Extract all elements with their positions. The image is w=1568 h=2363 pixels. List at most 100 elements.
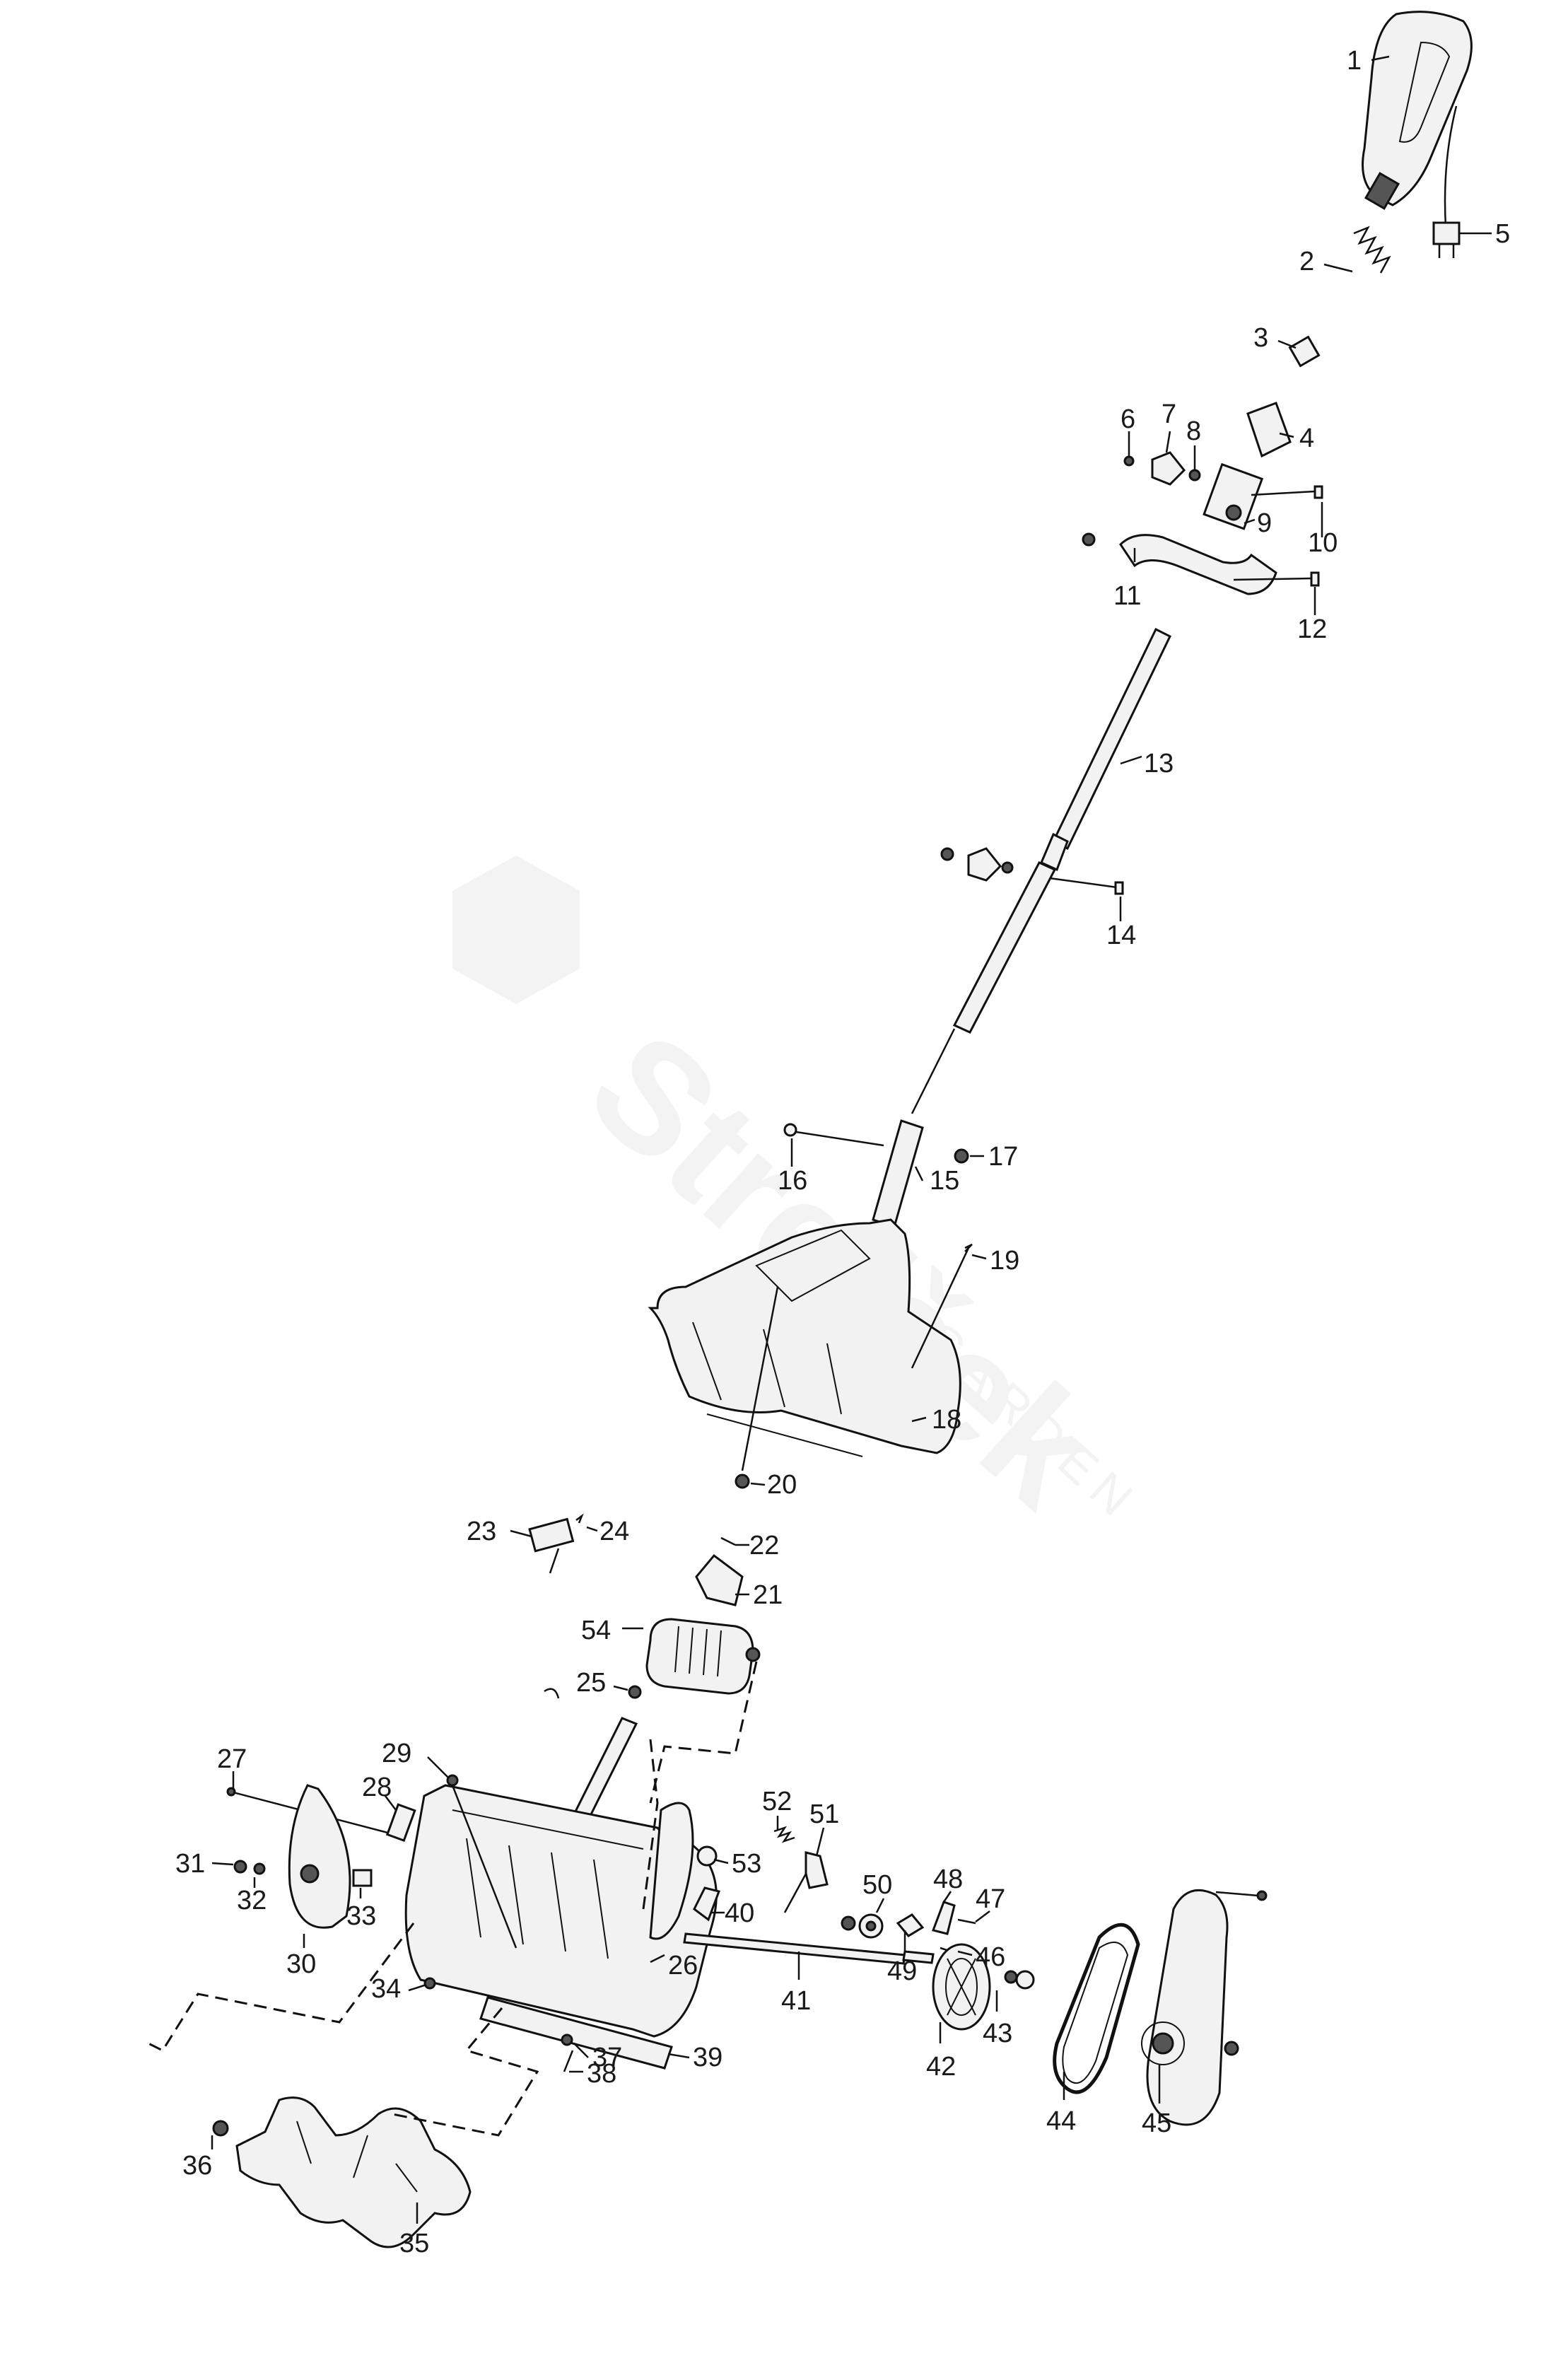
- callout-20: 20: [767, 1470, 797, 1500]
- callout-54: 54: [581, 1616, 611, 1645]
- part-belt-44: [1053, 1923, 1140, 2094]
- callout-44: 44: [1046, 2106, 1076, 2136]
- callout-3: 3: [1253, 323, 1268, 353]
- part-plug-pins: [1438, 244, 1455, 258]
- part-bolt-10-head: [1314, 485, 1323, 499]
- leader-39: [667, 2053, 690, 2059]
- part-lower-tube: [952, 861, 1057, 1034]
- leader-46: [957, 1950, 973, 1956]
- part-latch-51: [805, 1851, 829, 1889]
- callout-53: 53: [732, 1849, 761, 1879]
- callout-50: 50: [862, 1870, 892, 1900]
- part-washer-49: [896, 1913, 925, 1937]
- callout-35: 35: [399, 2229, 429, 2258]
- callout-11: 11: [1113, 581, 1141, 611]
- part-clamp-knob: [967, 847, 1002, 882]
- callout-7: 7: [1162, 399, 1176, 429]
- callout-labels: 1 2 3 4 5 6 7 8 9 10 11 12 13 14 15 16 1…: [175, 46, 1510, 2258]
- callout-52: 52: [762, 1787, 792, 1816]
- part-cam-7: [1151, 451, 1186, 486]
- part-grip-washer: [1082, 532, 1096, 547]
- callout-45: 45: [1142, 2108, 1171, 2138]
- callout-23: 23: [467, 1517, 496, 1546]
- part-housing-side: [649, 1802, 694, 1940]
- part-bolt-14-head: [1114, 881, 1124, 895]
- part-rod-19: [911, 1247, 970, 1369]
- assembly-line-1: [649, 1661, 758, 1804]
- callout-24: 24: [599, 1517, 629, 1546]
- part-bolt-14: [1038, 875, 1118, 889]
- part-screw-34: [423, 1977, 436, 1990]
- part-latch-arm: [783, 1873, 807, 1913]
- part-bracket-hole: [1225, 504, 1242, 521]
- callout-48: 48: [933, 1865, 963, 1894]
- assembly-line-4: [642, 1739, 659, 1910]
- part-tube-joint: [1040, 832, 1069, 872]
- callout-4: 4: [1299, 424, 1314, 453]
- part-bearing-53: [696, 1845, 718, 1867]
- part-bushing-33: [352, 1869, 373, 1887]
- part-plate-40: [693, 1886, 720, 1922]
- callout-9: 9: [1257, 508, 1272, 538]
- part-switch-23: [528, 1517, 575, 1553]
- callout-38: 38: [587, 2059, 616, 2089]
- part-washer-50a: [841, 1915, 856, 1931]
- callout-42: 42: [926, 2052, 956, 2082]
- leader-25: [613, 1685, 628, 1691]
- part-bolt-16: [791, 1130, 884, 1147]
- part-nut: [1288, 335, 1321, 368]
- part-bracket-21: [695, 1553, 744, 1606]
- auger-housing: [148, 1661, 758, 2248]
- part-power-cord: [1444, 105, 1458, 227]
- chute-housing: [648, 1218, 973, 1489]
- callout-33: 33: [346, 1901, 376, 1931]
- part-sleeve: [872, 1119, 924, 1228]
- part-pulley-42-inner: [945, 1958, 978, 2016]
- callout-1: 1: [1347, 46, 1362, 76]
- callout-41: 41: [781, 1986, 811, 2016]
- callout-2: 2: [1299, 247, 1314, 276]
- part-spring-24: [575, 1513, 584, 1524]
- leader-7: [1165, 431, 1171, 453]
- part-bolt-10: [1251, 490, 1316, 496]
- callout-17: 17: [988, 1142, 1018, 1172]
- part-motor-ribs: [674, 1626, 722, 1677]
- callout-46: 46: [976, 1942, 1005, 1972]
- leader-26: [650, 1954, 665, 1964]
- watermark-logo-icon: [452, 856, 580, 1004]
- part-shaft-line: [911, 1028, 956, 1114]
- leader-4: [1279, 432, 1294, 438]
- leader-1: [1371, 55, 1390, 62]
- part-motor-shaft: [745, 1647, 761, 1662]
- callout-26: 26: [668, 1951, 698, 1980]
- leader-3: [1277, 339, 1297, 349]
- leader-29: [427, 1756, 450, 1779]
- leader-48: [942, 1891, 952, 1903]
- part-spring: [1353, 226, 1391, 274]
- part-motor-54: [645, 1618, 754, 1695]
- part-spring-52: [773, 1826, 795, 1843]
- part-shaft-41-end: [902, 1950, 935, 1964]
- part-motor-rod: [571, 1717, 638, 1824]
- part-chute: [648, 1218, 961, 1454]
- callout-30: 30: [286, 1949, 316, 1979]
- part-chute-rod: [741, 1286, 779, 1471]
- leader-50: [875, 1898, 885, 1913]
- part-clamp-washer-2: [1001, 861, 1014, 874]
- part-screw-29: [446, 1774, 459, 1787]
- part-clamp-washer: [940, 847, 954, 861]
- drive-assembly: [683, 1826, 1268, 2126]
- part-bolt-12: [1233, 577, 1312, 581]
- part-screw-38: [563, 2050, 574, 2072]
- part-cover-nut: [1224, 2041, 1239, 2056]
- part-clip: [544, 1688, 560, 1699]
- callout-43: 43: [983, 2019, 1012, 2048]
- part-washer-43b: [1015, 1970, 1035, 1990]
- callout-15: 15: [930, 1166, 959, 1196]
- callout-16: 16: [778, 1166, 807, 1196]
- callout-13: 13: [1144, 749, 1174, 778]
- part-scraper-39: [479, 1996, 673, 2070]
- leader-13: [1120, 755, 1142, 765]
- part-washer-8: [1188, 469, 1201, 482]
